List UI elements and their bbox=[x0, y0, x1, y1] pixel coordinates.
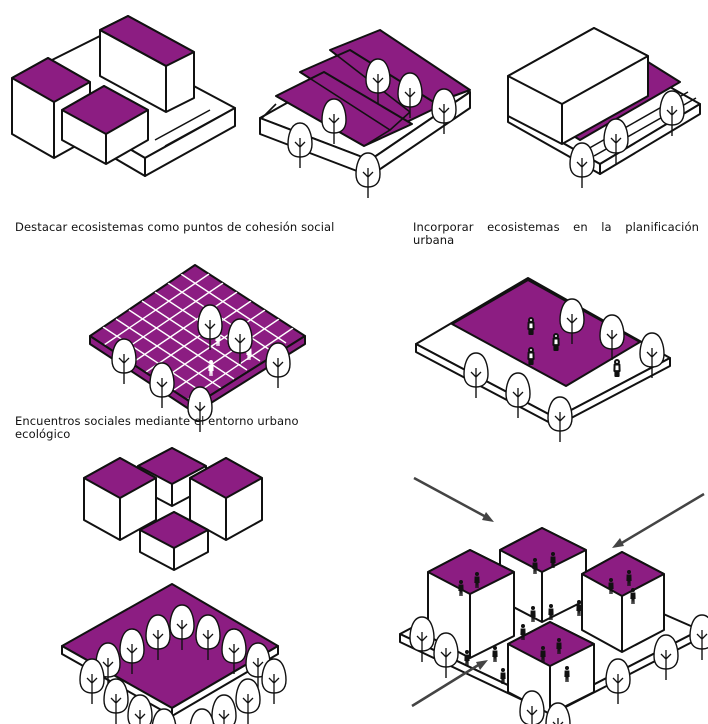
cubes-with-people-arrows bbox=[411, 476, 705, 708]
checkered-plaza-diagram bbox=[89, 264, 306, 433]
floating-cubes-diagram bbox=[83, 447, 263, 571]
caption-encuentros-sociales: Encuentros sociales mediante el entorno … bbox=[15, 414, 299, 441]
green-corridor-diagram bbox=[415, 277, 671, 427]
caption-incorporar-ecosistemas: Incorporar ecosistemas en la planificaci… bbox=[413, 220, 699, 247]
caption-destacar-ecosistemas: Destacar ecosistemas como puntos de cohe… bbox=[15, 220, 335, 234]
buildings-block-diagram bbox=[11, 15, 236, 177]
